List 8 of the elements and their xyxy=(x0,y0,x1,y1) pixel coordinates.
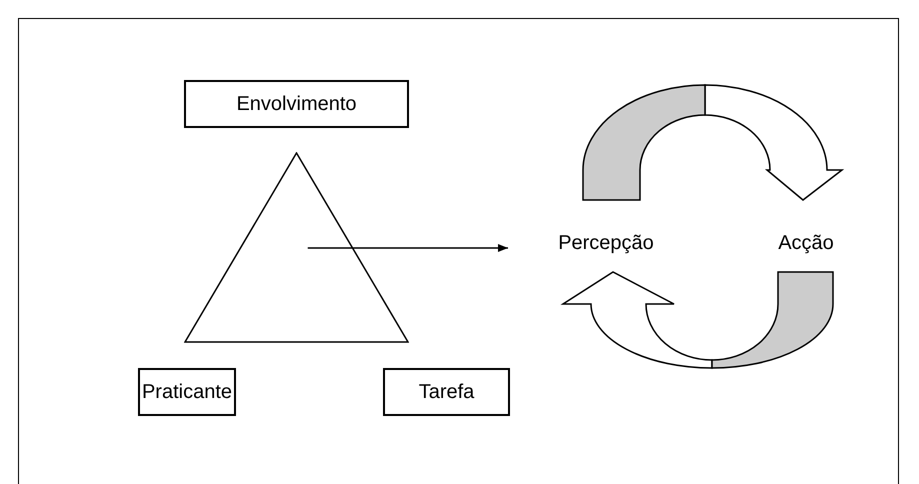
label-box: Praticante xyxy=(138,368,236,416)
concept-label: Percepção xyxy=(540,228,672,258)
label-box: Tarefa xyxy=(383,368,510,416)
arrow xyxy=(308,244,508,252)
curved-block-arrow xyxy=(582,84,843,201)
concept-label: Acção xyxy=(766,228,846,258)
curved-block-arrow xyxy=(562,271,834,369)
label-box: Envolvimento xyxy=(184,80,409,128)
